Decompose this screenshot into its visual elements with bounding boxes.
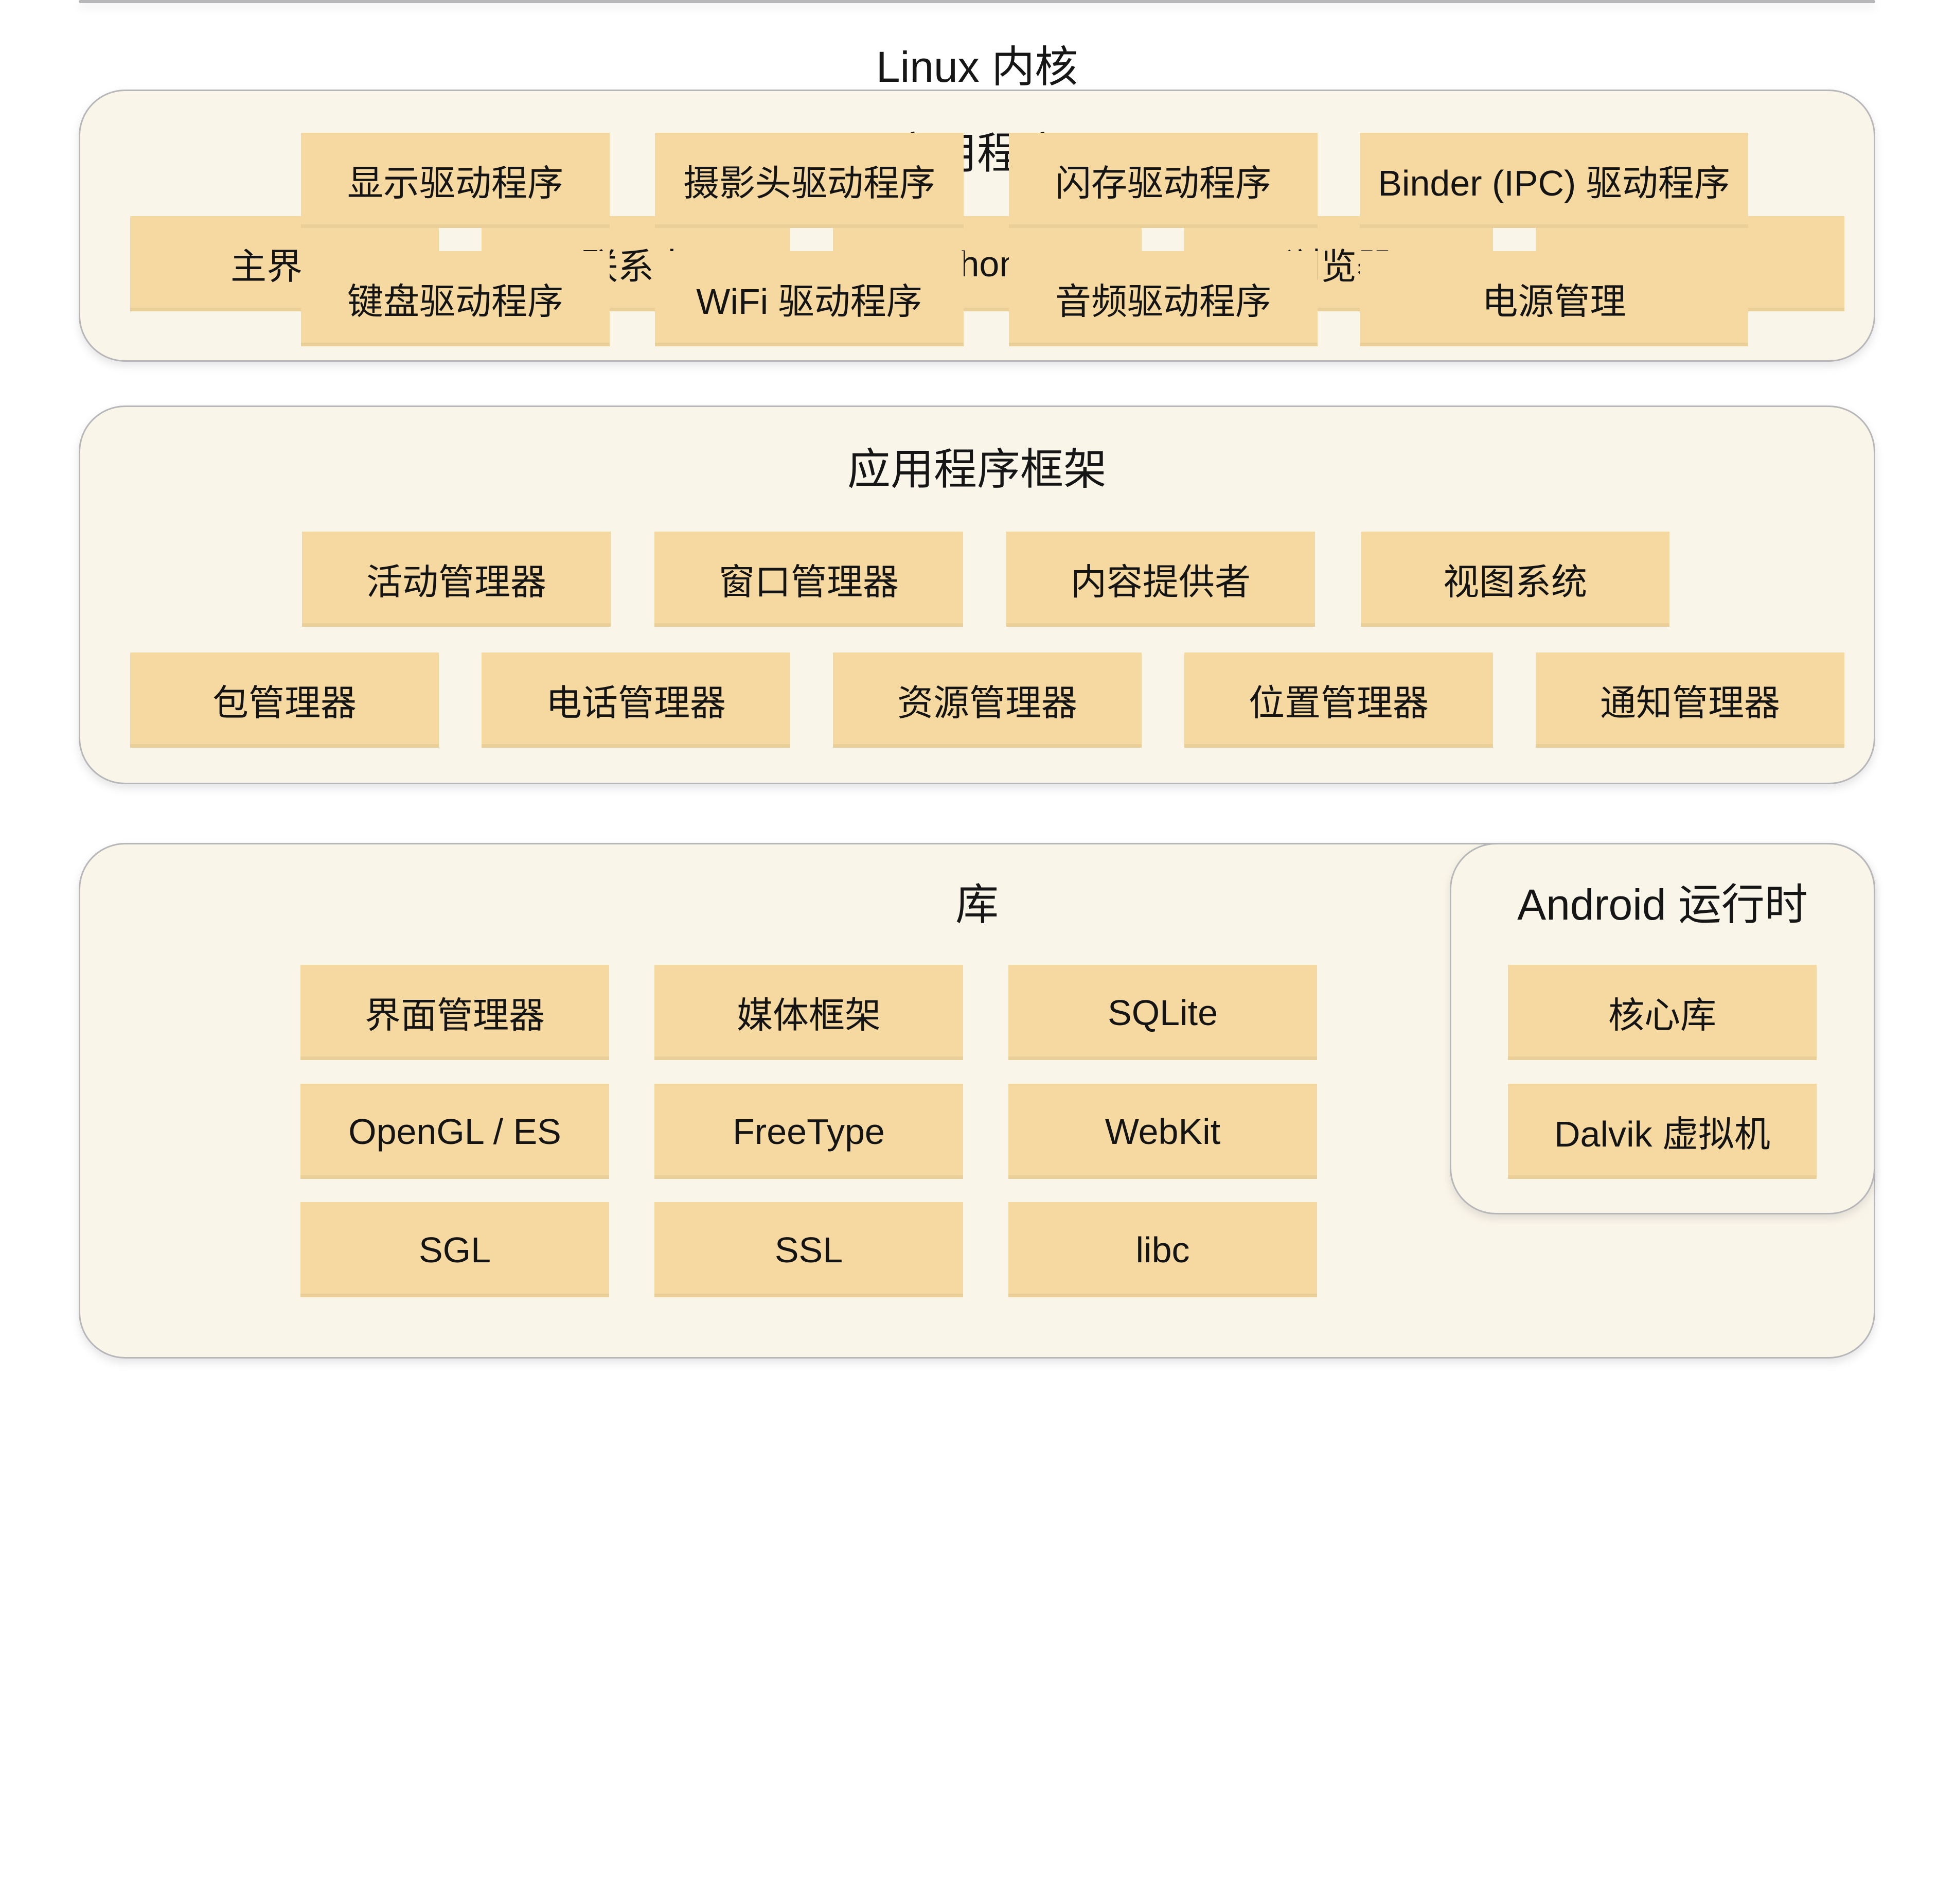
box-keyboard-driver: 键盘驱动程序 xyxy=(301,251,610,346)
box-core-libraries: 核心库 xyxy=(1508,965,1817,1060)
box-surface-manager: 界面管理器 xyxy=(300,965,609,1060)
box-dalvik-vm: Dalvik 虚拟机 xyxy=(1508,1084,1817,1179)
box-opengl-es: OpenGL / ES xyxy=(300,1084,609,1179)
box-view-system: 视图系统 xyxy=(1361,532,1669,627)
box-media-framework: 媒体框架 xyxy=(654,965,963,1060)
application-framework-panel: 应用程序框架 活动管理器 窗口管理器 内容提供者 视图系统 包管理器 电话管理器… xyxy=(79,406,1875,784)
box-window-manager: 窗口管理器 xyxy=(654,532,963,627)
box-package-manager: 包管理器 xyxy=(130,653,439,748)
box-location-manager: 位置管理器 xyxy=(1184,653,1493,748)
box-webkit: WebKit xyxy=(1008,1084,1317,1179)
box-camera-driver: 摄影头驱动程序 xyxy=(655,133,964,228)
box-resource-manager: 资源管理器 xyxy=(833,653,1142,748)
box-binder-ipc-driver: Binder (IPC) 驱动程序 xyxy=(1360,133,1748,228)
box-content-providers: 内容提供者 xyxy=(1006,532,1315,627)
box-ssl: SSL xyxy=(654,1202,963,1297)
runtime-title: Android 运行时 xyxy=(1517,880,1808,929)
box-power-management: 电源管理 xyxy=(1360,251,1748,346)
box-freetype: FreeType xyxy=(654,1084,963,1179)
box-flash-driver: 闪存驱动程序 xyxy=(1009,133,1318,228)
linux-kernel-panel: Linux 内核 显示驱动程序 摄影头驱动程序 闪存驱动程序 Binder (I… xyxy=(79,0,1875,346)
framework-title: 应用程序框架 xyxy=(847,445,1107,493)
kernel-title: Linux 内核 xyxy=(876,43,1078,91)
box-activity-manager: 活动管理器 xyxy=(302,532,611,627)
box-notification-manager: 通知管理器 xyxy=(1536,653,1844,748)
box-sqlite: SQLite xyxy=(1008,965,1317,1060)
box-audio-driver: 音频驱动程序 xyxy=(1009,251,1318,346)
box-wifi-driver: WiFi 驱动程序 xyxy=(655,251,964,346)
box-sgl: SGL xyxy=(300,1202,609,1297)
box-display-driver: 显示驱动程序 xyxy=(301,133,610,228)
box-telephony-manager: 电话管理器 xyxy=(482,653,790,748)
box-libc: libc xyxy=(1008,1202,1317,1297)
libraries-title: 库 xyxy=(955,880,999,929)
android-runtime-panel: Android 运行时 核心库 Dalvik 虚拟机 xyxy=(1450,843,1875,1214)
